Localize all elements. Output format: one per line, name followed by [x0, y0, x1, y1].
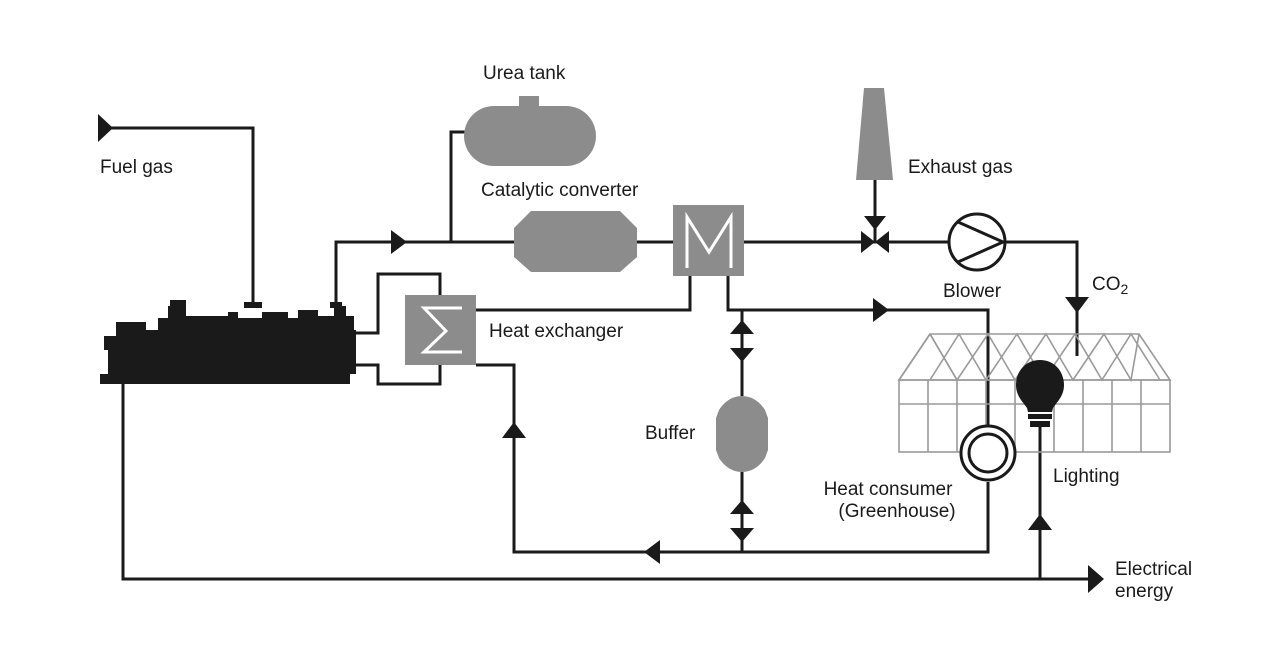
exhaust-gas-label: Exhaust gas	[908, 157, 1013, 178]
return-up-arrow	[502, 422, 526, 438]
buffer-arrow-2	[730, 348, 754, 362]
valve-icon	[861, 216, 889, 253]
co2-line	[1005, 240, 1079, 356]
engine-coolant-loop	[356, 272, 442, 335]
co2-arrow	[1065, 297, 1089, 313]
co2-main-text: CO	[1092, 274, 1121, 295]
supply-to-greenhouse-line	[726, 276, 990, 432]
fuel-gas-line	[105, 126, 255, 306]
urea-feed-line	[449, 130, 468, 242]
heat-consumer-coil	[959, 424, 1017, 482]
urea-tank	[464, 96, 596, 166]
buffer-arrow-1	[730, 320, 754, 334]
catalytic-converter	[514, 211, 637, 272]
engine-coolant-return	[356, 363, 442, 386]
supply-arrow	[873, 298, 889, 322]
catalytic-converter-label: Catalytic converter	[481, 180, 639, 201]
electrical-arrow	[1088, 565, 1104, 593]
lighting-arrow	[1028, 514, 1052, 530]
lighting-label: Lighting	[1053, 466, 1120, 487]
return-from-greenhouse-line	[476, 363, 990, 554]
fuel-gas-arrow	[98, 114, 113, 142]
buffer-tank	[716, 396, 768, 472]
electrical-energy-label: Electrical energy	[1115, 559, 1192, 603]
exhaust-stack	[856, 88, 893, 180]
exhaust-heat-exchanger	[673, 205, 744, 276]
blower-label: Blower	[943, 281, 1002, 302]
exhaust-line-engine	[334, 240, 515, 306]
co2-label: CO2	[1092, 274, 1128, 300]
exhaust-arrow	[391, 230, 407, 254]
buffer-arrow-4	[730, 528, 754, 542]
urea-tank-label: Urea tank	[483, 63, 566, 84]
gas-engine	[100, 300, 356, 384]
electrical-energy-line2: energy	[1115, 581, 1174, 602]
heat-exchanger-label: Heat exchanger	[489, 321, 624, 342]
buffer-arrow-3	[730, 500, 754, 514]
light-bulb-icon	[1016, 360, 1064, 427]
flow-arrows	[98, 114, 1104, 593]
hx-to-exhaust-hx-line	[476, 276, 692, 312]
heat-consumer-label: Heat consumer (Greenhouse)	[808, 479, 968, 523]
co2-subscript: 2	[1120, 281, 1129, 297]
heat-exchanger	[405, 295, 476, 365]
electrical-energy-line1: Electrical	[1115, 559, 1193, 580]
heat-consumer-label-line2: (Greenhouse)	[838, 501, 956, 522]
return-arrow	[644, 540, 660, 564]
fuel-gas-label: Fuel gas	[100, 157, 173, 178]
buffer-label: Buffer	[645, 423, 696, 444]
blower-icon	[947, 212, 1007, 272]
electrical-line	[121, 384, 1092, 581]
heat-consumer-label-line1: Heat consumer	[823, 479, 953, 500]
